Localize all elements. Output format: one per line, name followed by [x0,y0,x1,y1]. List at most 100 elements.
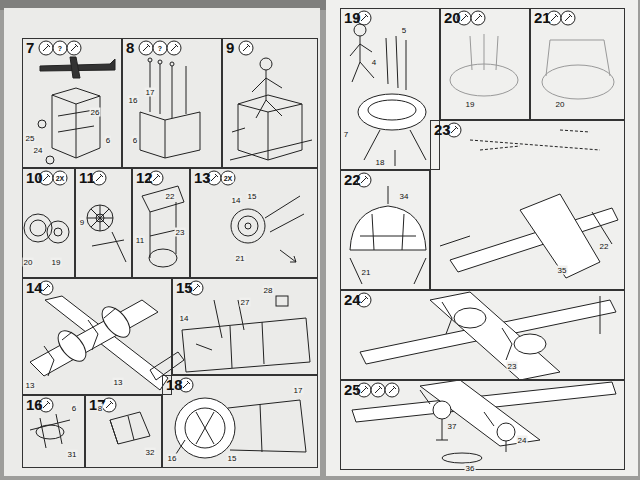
callout-number: 18 [375,158,386,167]
icon-glyph [183,381,190,388]
callout-number: 19 [465,100,476,109]
instruction-icon [371,383,385,397]
icon-glyph [143,44,150,51]
icon-glyph [361,296,368,303]
step-panel: 15 [172,278,318,375]
callout-number: 37 [447,422,458,431]
callout-number: 15 [227,454,238,463]
callout-number: 23 [175,228,186,237]
step-panel: 12 [132,168,190,278]
callout-number: 23 [507,362,518,371]
callout-number: 16 [167,454,178,463]
step-number: 22 [344,172,361,188]
step-number: 16 [26,397,43,413]
instruction-icon [139,41,153,55]
callout-number: 4 [371,58,377,67]
step-number: 24 [344,292,361,308]
step-number: 23 [434,122,451,138]
icon-glyph [389,386,396,393]
step-number: 25 [344,382,361,398]
callout-number: 6 [71,404,77,413]
instruction-icon [561,11,575,25]
callout-number: 6 [105,136,111,145]
step-number: 7 [26,40,34,56]
step-number: 9 [226,40,234,56]
callout-number: 22 [599,242,610,251]
step-panel: 21 [530,8,625,120]
icon-glyph [171,44,178,51]
step-number: 15 [176,280,193,296]
icon-glyph [375,386,382,393]
callout-number: 20 [555,100,566,109]
icon-glyph [153,174,160,181]
callout-number: 13 [25,381,36,390]
instruction-icon [153,41,167,55]
callout-number: 2X [223,174,234,183]
icon-glyph [475,14,482,21]
step-number: 12 [136,170,153,186]
step-panel: 24 [340,290,625,380]
instruction-icon [471,11,485,25]
callout-number: 17 [145,88,156,97]
step-number: 10 [26,170,43,186]
callout-number: 9 [79,218,85,227]
callout-number: 32 [145,448,156,457]
step-panel: 9 [222,38,318,168]
step-number: 11 [79,170,95,186]
step-panel: 19 [340,8,440,170]
icon-glyph [43,401,50,408]
icon-glyph [211,174,218,181]
icon-glyph [96,174,103,181]
callout-number: 13 [113,378,124,387]
callout-number: 28 [263,286,274,295]
callout-number: 5 [401,26,407,35]
step-panel: 13 [190,168,318,278]
callout-number: 22 [165,192,176,201]
callout-number: 19 [51,258,62,267]
step-number: 14 [26,280,43,296]
instruction-icon [221,171,235,185]
callout-number: 15 [247,192,258,201]
icon-glyph [106,401,113,408]
callout-number: 14 [179,314,190,323]
step-panel: 14 [22,278,172,395]
icon-glyph [361,386,368,393]
step-panel: 25 [340,380,625,470]
callout-number: 36 [465,464,476,473]
instruction-icon [239,41,253,55]
step-number: 8 [126,40,134,56]
icon-glyph [565,14,572,21]
callout-number: 27 [240,298,251,307]
icon-glyph [451,126,458,133]
icon-glyph [551,14,558,21]
callout-number: 35 [557,266,568,275]
instruction-icon [67,41,81,55]
callout-number: 21 [361,268,372,277]
callout-number: 16 [128,96,139,105]
step-number: 20 [444,10,461,26]
instruction-icon [53,41,67,55]
callout-number: 31 [67,450,78,459]
icon-glyph [43,44,50,51]
step-number: 19 [344,10,361,26]
callout-number: 17 [293,386,304,395]
icon-glyph [43,284,50,291]
step-panel: 22 [340,170,430,290]
icon-glyph [43,174,50,181]
icon-glyph [461,14,468,21]
callout-number: 20 [23,258,34,267]
callout-number: 7 [343,130,349,139]
step-panel: 20 [440,8,530,120]
icon-glyph [193,284,200,291]
step-number: 21 [534,10,551,26]
callout-number: 14 [231,196,242,205]
callout-number: ? [57,44,63,53]
callout-number: 11 [135,236,145,245]
callout-number: 2X [55,174,66,183]
icon-glyph [361,176,368,183]
step-number: 18 [166,377,183,393]
callout-number: 6 [132,136,138,145]
callout-number: 24 [517,436,528,445]
callout-number: 34 [399,192,410,201]
callout-number: 25 [25,134,36,143]
